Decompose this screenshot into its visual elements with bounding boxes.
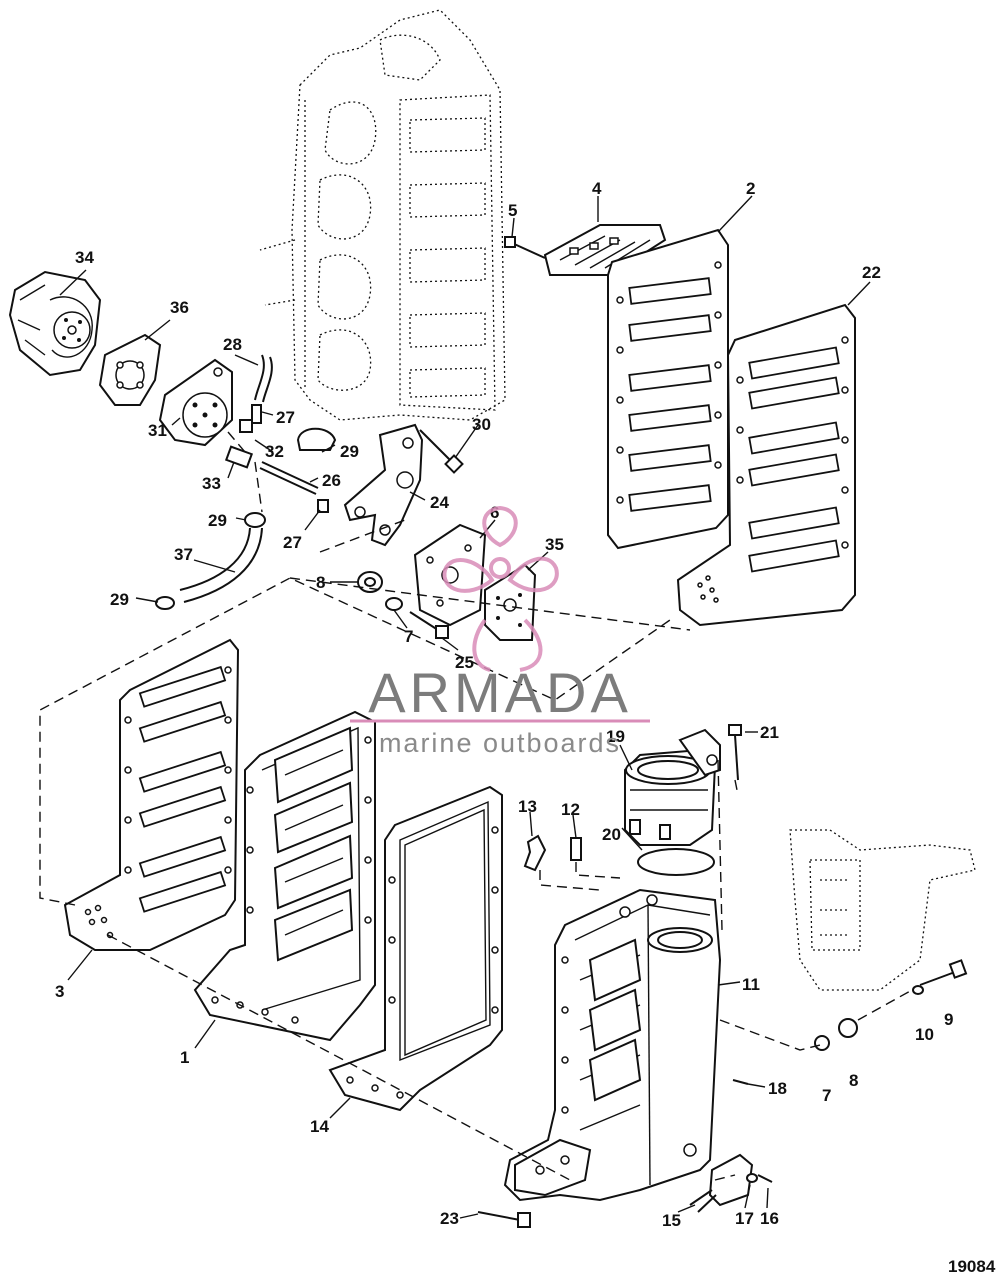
callout-27a: 27	[276, 408, 295, 427]
line-26	[259, 461, 319, 495]
callout-26: 26	[322, 471, 341, 490]
callout-21: 21	[760, 723, 779, 742]
fitting-12	[570, 837, 582, 861]
callout-28: 28	[223, 335, 242, 354]
callout-29b: 29	[208, 511, 227, 530]
callout-18: 18	[768, 1079, 787, 1098]
clip-29b	[244, 512, 266, 528]
throttle-body	[624, 728, 721, 846]
reed-gasket	[607, 228, 729, 550]
callout-12: 12	[561, 800, 580, 819]
grommet-8a	[357, 571, 383, 593]
callout-6: 6	[490, 503, 499, 522]
callout-3: 3	[55, 982, 64, 1001]
washer-17	[746, 1173, 758, 1183]
callout-13: 13	[518, 797, 537, 816]
fitting-32	[239, 419, 253, 433]
callout-31: 31	[148, 421, 167, 440]
callout-5: 5	[508, 201, 517, 220]
callout-24: 24	[430, 493, 449, 512]
figure-number: 19084	[948, 1257, 996, 1276]
watermark-brand: ARMADA	[368, 661, 632, 724]
screw-21	[728, 724, 742, 781]
callout-8b: 8	[849, 1071, 858, 1090]
fuel-pump	[8, 270, 102, 377]
callout-16: 16	[760, 1209, 779, 1228]
alignment-lines	[39, 431, 913, 1181]
plate-6	[413, 523, 487, 627]
reed-block	[543, 224, 667, 276]
callout-15: 15	[662, 1211, 681, 1230]
callout-2: 2	[746, 179, 755, 198]
callout-34: 34	[75, 248, 94, 267]
callout-23: 23	[440, 1209, 459, 1228]
fitting-27a	[251, 404, 262, 424]
clip-29c	[155, 596, 175, 610]
adapter-plate-1	[193, 710, 376, 1042]
watermark-tagline: marine outboards	[379, 728, 621, 758]
bolt-30	[419, 429, 464, 474]
callout-37: 37	[174, 545, 193, 564]
elbow-13	[523, 834, 547, 872]
screw-16	[757, 1174, 773, 1183]
o-ring-20	[637, 848, 715, 876]
callout-9: 9	[944, 1010, 953, 1029]
callout-7a: 7	[404, 627, 413, 646]
fitting-27b	[317, 499, 329, 513]
callout-33: 33	[202, 474, 221, 493]
gasket-14	[328, 785, 503, 1112]
callout-27b: 27	[283, 533, 302, 552]
washer-7a	[385, 597, 403, 611]
callout-11: 11	[742, 975, 760, 994]
callout-19: 19	[606, 727, 625, 746]
callout-29c: 29	[110, 590, 129, 609]
callout-35: 35	[545, 535, 564, 554]
callout-7b: 7	[822, 1086, 831, 1105]
engine-block-outline	[259, 9, 506, 421]
hose-28	[254, 354, 273, 403]
callout-30: 30	[472, 415, 491, 434]
callout-4: 4	[592, 179, 602, 198]
callout-labels: 34 36 28 27 32 29 31 33 26 27 29 37 29 3…	[55, 179, 953, 1230]
callout-10: 10	[915, 1025, 934, 1044]
hose-37	[179, 527, 263, 603]
washer-10	[912, 985, 924, 995]
callout-20: 20	[602, 825, 621, 844]
sensor-15	[689, 1153, 754, 1213]
plate-35	[484, 563, 537, 641]
callout-36: 36	[170, 298, 189, 317]
intake-manifold	[503, 888, 722, 1202]
screw-18	[732, 1079, 749, 1085]
washer-7b	[814, 1035, 830, 1051]
bolt-25	[409, 611, 449, 639]
callout-22: 22	[862, 263, 881, 282]
callout-25: 25	[455, 653, 474, 672]
engine-ghost-small	[789, 829, 976, 991]
grommet-8b	[838, 1018, 858, 1038]
bolt-9	[919, 959, 968, 986]
clip-29a	[296, 427, 337, 451]
fitting-33	[224, 445, 254, 469]
oil-pump-bracket	[158, 358, 233, 447]
callout-32: 32	[265, 442, 284, 461]
armada-logo-mark	[442, 505, 559, 672]
bracket-24	[343, 423, 424, 547]
callout-14: 14	[310, 1117, 329, 1136]
gasket-3	[63, 638, 240, 951]
callout-8a: 8	[316, 573, 325, 592]
bolt-23	[477, 1211, 531, 1228]
pump-gasket	[98, 333, 162, 406]
armada-watermark: ARMADA marine outboards	[350, 505, 650, 758]
callout-17: 17	[735, 1209, 754, 1228]
reed-screw	[504, 236, 546, 259]
callout-29a: 29	[340, 442, 359, 461]
callout-1: 1	[180, 1048, 189, 1067]
leader-lines	[59, 195, 871, 1219]
intake-gasket-22	[676, 303, 856, 627]
